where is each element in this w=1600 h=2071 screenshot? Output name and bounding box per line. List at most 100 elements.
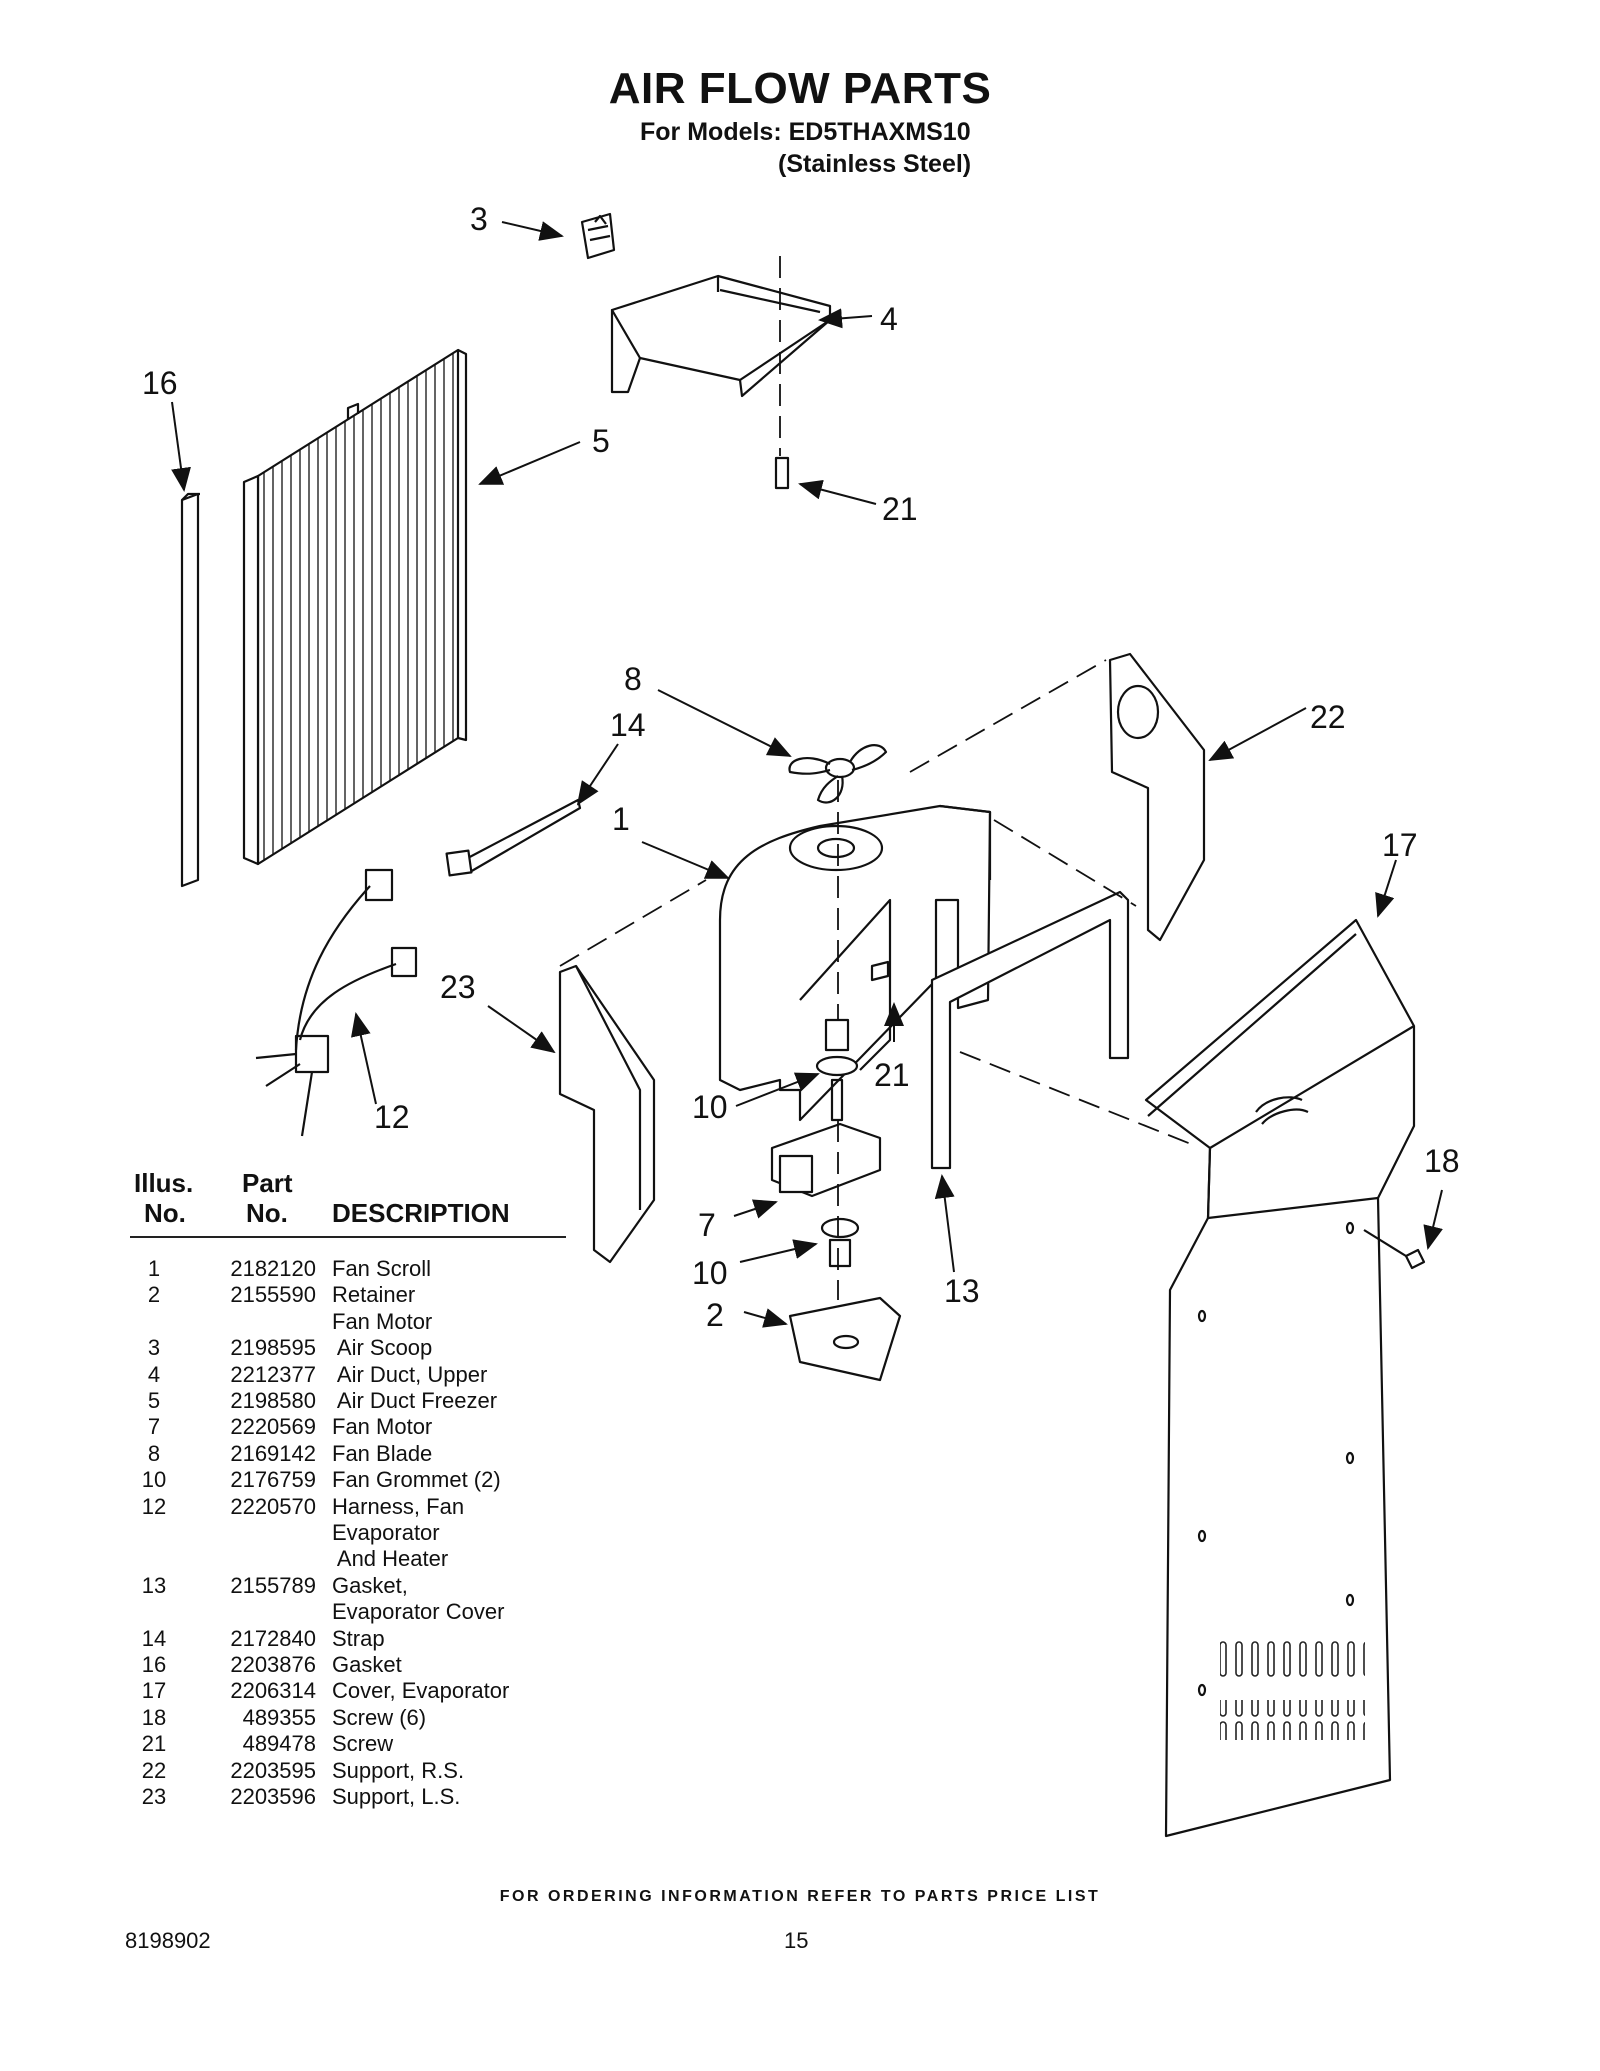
cell-illus-no: 13 — [141, 1572, 167, 1598]
finish-subtitle: (Stainless Steel) — [778, 150, 972, 178]
harness-part — [255, 868, 418, 1137]
callout-12: 12 — [374, 1099, 410, 1135]
callout-7: 7 — [698, 1207, 716, 1243]
cell-part-no: 2206314 — [230, 1678, 316, 1704]
callout-16: 16 — [142, 365, 178, 401]
callout-21-mid: 21 — [874, 1057, 910, 1093]
cell-part-no: 489355 — [242, 1704, 316, 1730]
cell-description: Strap — [332, 1625, 385, 1651]
callout-8: 8 — [624, 661, 642, 697]
cell-description: Support, L.S. — [332, 1784, 461, 1809]
callout-13: 13 — [944, 1273, 980, 1309]
cell-illus-no: 12 — [141, 1493, 167, 1519]
cell-illus-no: 22 — [141, 1757, 167, 1783]
callout-3: 3 — [470, 201, 488, 237]
callout-23: 23 — [440, 969, 476, 1005]
cell-illus-no: 18 — [141, 1704, 167, 1730]
cell-part-no: 489478 — [242, 1731, 316, 1757]
callout-4: 4 — [880, 301, 898, 337]
cell-description: Evaporator — [332, 1520, 440, 1545]
gasket-strip-part — [180, 492, 200, 888]
cell-description: Fan Scroll — [332, 1256, 432, 1281]
cell-description: Support, R.S. — [332, 1757, 465, 1783]
cell-description: Air Duct, Upper — [332, 1361, 488, 1387]
cell-part-no: 2203876 — [230, 1652, 316, 1677]
table-rule — [130, 1236, 566, 1238]
cell-description: Air Duct Freezer — [332, 1388, 498, 1413]
cell-part-no: 2155590 — [230, 1282, 316, 1308]
cell-illus-no: 8 — [147, 1440, 161, 1466]
air-duct-freezer-part — [242, 348, 468, 866]
cell-illus-no: 4 — [147, 1361, 161, 1387]
cell-description: Fan Grommet (2) — [332, 1467, 501, 1493]
model-subtitle: For Models: ED5THAXMS10 — [640, 118, 971, 146]
col-part-head-2: No. — [246, 1198, 288, 1228]
cell-part-no: 2198595 — [230, 1335, 316, 1361]
fan-motor-stack-part — [770, 1018, 902, 1382]
cell-illus-no: 1 — [147, 1256, 161, 1281]
callout-17: 17 — [1382, 827, 1418, 863]
cell-description: Air Scoop — [332, 1335, 433, 1361]
cell-illus-no: 17 — [141, 1678, 167, 1704]
cell-illus-no: 16 — [141, 1652, 167, 1677]
col-desc-head: DESCRIPTION — [332, 1198, 510, 1228]
cell-part-no: 2169142 — [230, 1440, 316, 1466]
upper-air-duct-part — [610, 274, 832, 398]
cell-description: And Heater — [332, 1546, 449, 1572]
cell-part-no: 2155789 — [230, 1572, 316, 1598]
document-number: 8198902 — [125, 1928, 211, 1953]
cell-illus-no: 5 — [147, 1388, 161, 1413]
callout-21-top: 21 — [882, 491, 918, 527]
evaporator-cover-part — [1144, 918, 1416, 1838]
air-scoop-part — [580, 212, 616, 260]
cell-illus-no: 10 — [141, 1467, 167, 1493]
cell-description: Screw — [332, 1731, 394, 1757]
cell-illus-no: 23 — [141, 1784, 167, 1809]
cell-description: Gasket, — [332, 1572, 408, 1598]
cell-description: Fan Motor — [332, 1308, 433, 1334]
right-support-part — [1108, 652, 1206, 942]
cell-part-no: 2212377 — [230, 1361, 316, 1387]
callout-22: 22 — [1310, 699, 1346, 735]
left-support-part — [558, 964, 656, 1264]
callout-5: 5 — [592, 423, 610, 459]
callout-10-upper: 10 — [692, 1089, 728, 1125]
cell-description: Cover, Evaporator — [332, 1678, 510, 1704]
col-illus-head: Illus. — [134, 1168, 194, 1198]
fan-blade-part — [788, 744, 888, 804]
page-number: 15 — [784, 1928, 809, 1953]
cell-description: Fan Motor — [332, 1414, 433, 1440]
cell-illus-no: 3 — [147, 1335, 161, 1361]
cell-illus-no: 2 — [147, 1282, 161, 1308]
cell-description: Harness, Fan — [332, 1493, 465, 1519]
cell-illus-no: 21 — [141, 1731, 167, 1757]
col-illus-head-2: No. — [144, 1198, 186, 1228]
cell-description: Fan Blade — [332, 1440, 433, 1466]
callout-18: 18 — [1424, 1143, 1460, 1179]
cell-part-no: 2220570 — [230, 1493, 316, 1519]
cell-description: Retainer — [332, 1282, 416, 1308]
cell-illus-no: 7 — [147, 1414, 161, 1440]
cell-part-no: 2203596 — [230, 1784, 316, 1809]
cell-part-no: 2182120 — [230, 1256, 316, 1281]
ordering-note: FOR ORDERING INFORMATION REFER TO PARTS … — [499, 1888, 1101, 1905]
callout-14: 14 — [610, 707, 646, 743]
strap-part — [445, 798, 582, 877]
gasket-evap-cover-part — [930, 890, 1130, 1170]
cell-description: Screw (6) — [332, 1704, 427, 1730]
screw-parts — [774, 456, 1426, 1270]
cell-part-no: 2198580 — [230, 1388, 316, 1413]
callout-1: 1 — [612, 801, 630, 837]
cell-part-no: 2203595 — [230, 1757, 316, 1783]
cell-illus-no: 14 — [141, 1625, 167, 1651]
cell-part-no: 2172840 — [230, 1625, 316, 1651]
cell-description: Gasket — [332, 1652, 402, 1677]
cell-part-no: 2220569 — [230, 1414, 316, 1440]
col-part-head: Part — [242, 1168, 293, 1198]
callout-2: 2 — [706, 1297, 724, 1333]
callout-10-lower: 10 — [692, 1255, 728, 1291]
cell-description: Evaporator Cover — [332, 1599, 505, 1625]
page-title: AIR FLOW PARTS — [608, 64, 992, 113]
cell-part-no: 2176759 — [230, 1467, 316, 1493]
